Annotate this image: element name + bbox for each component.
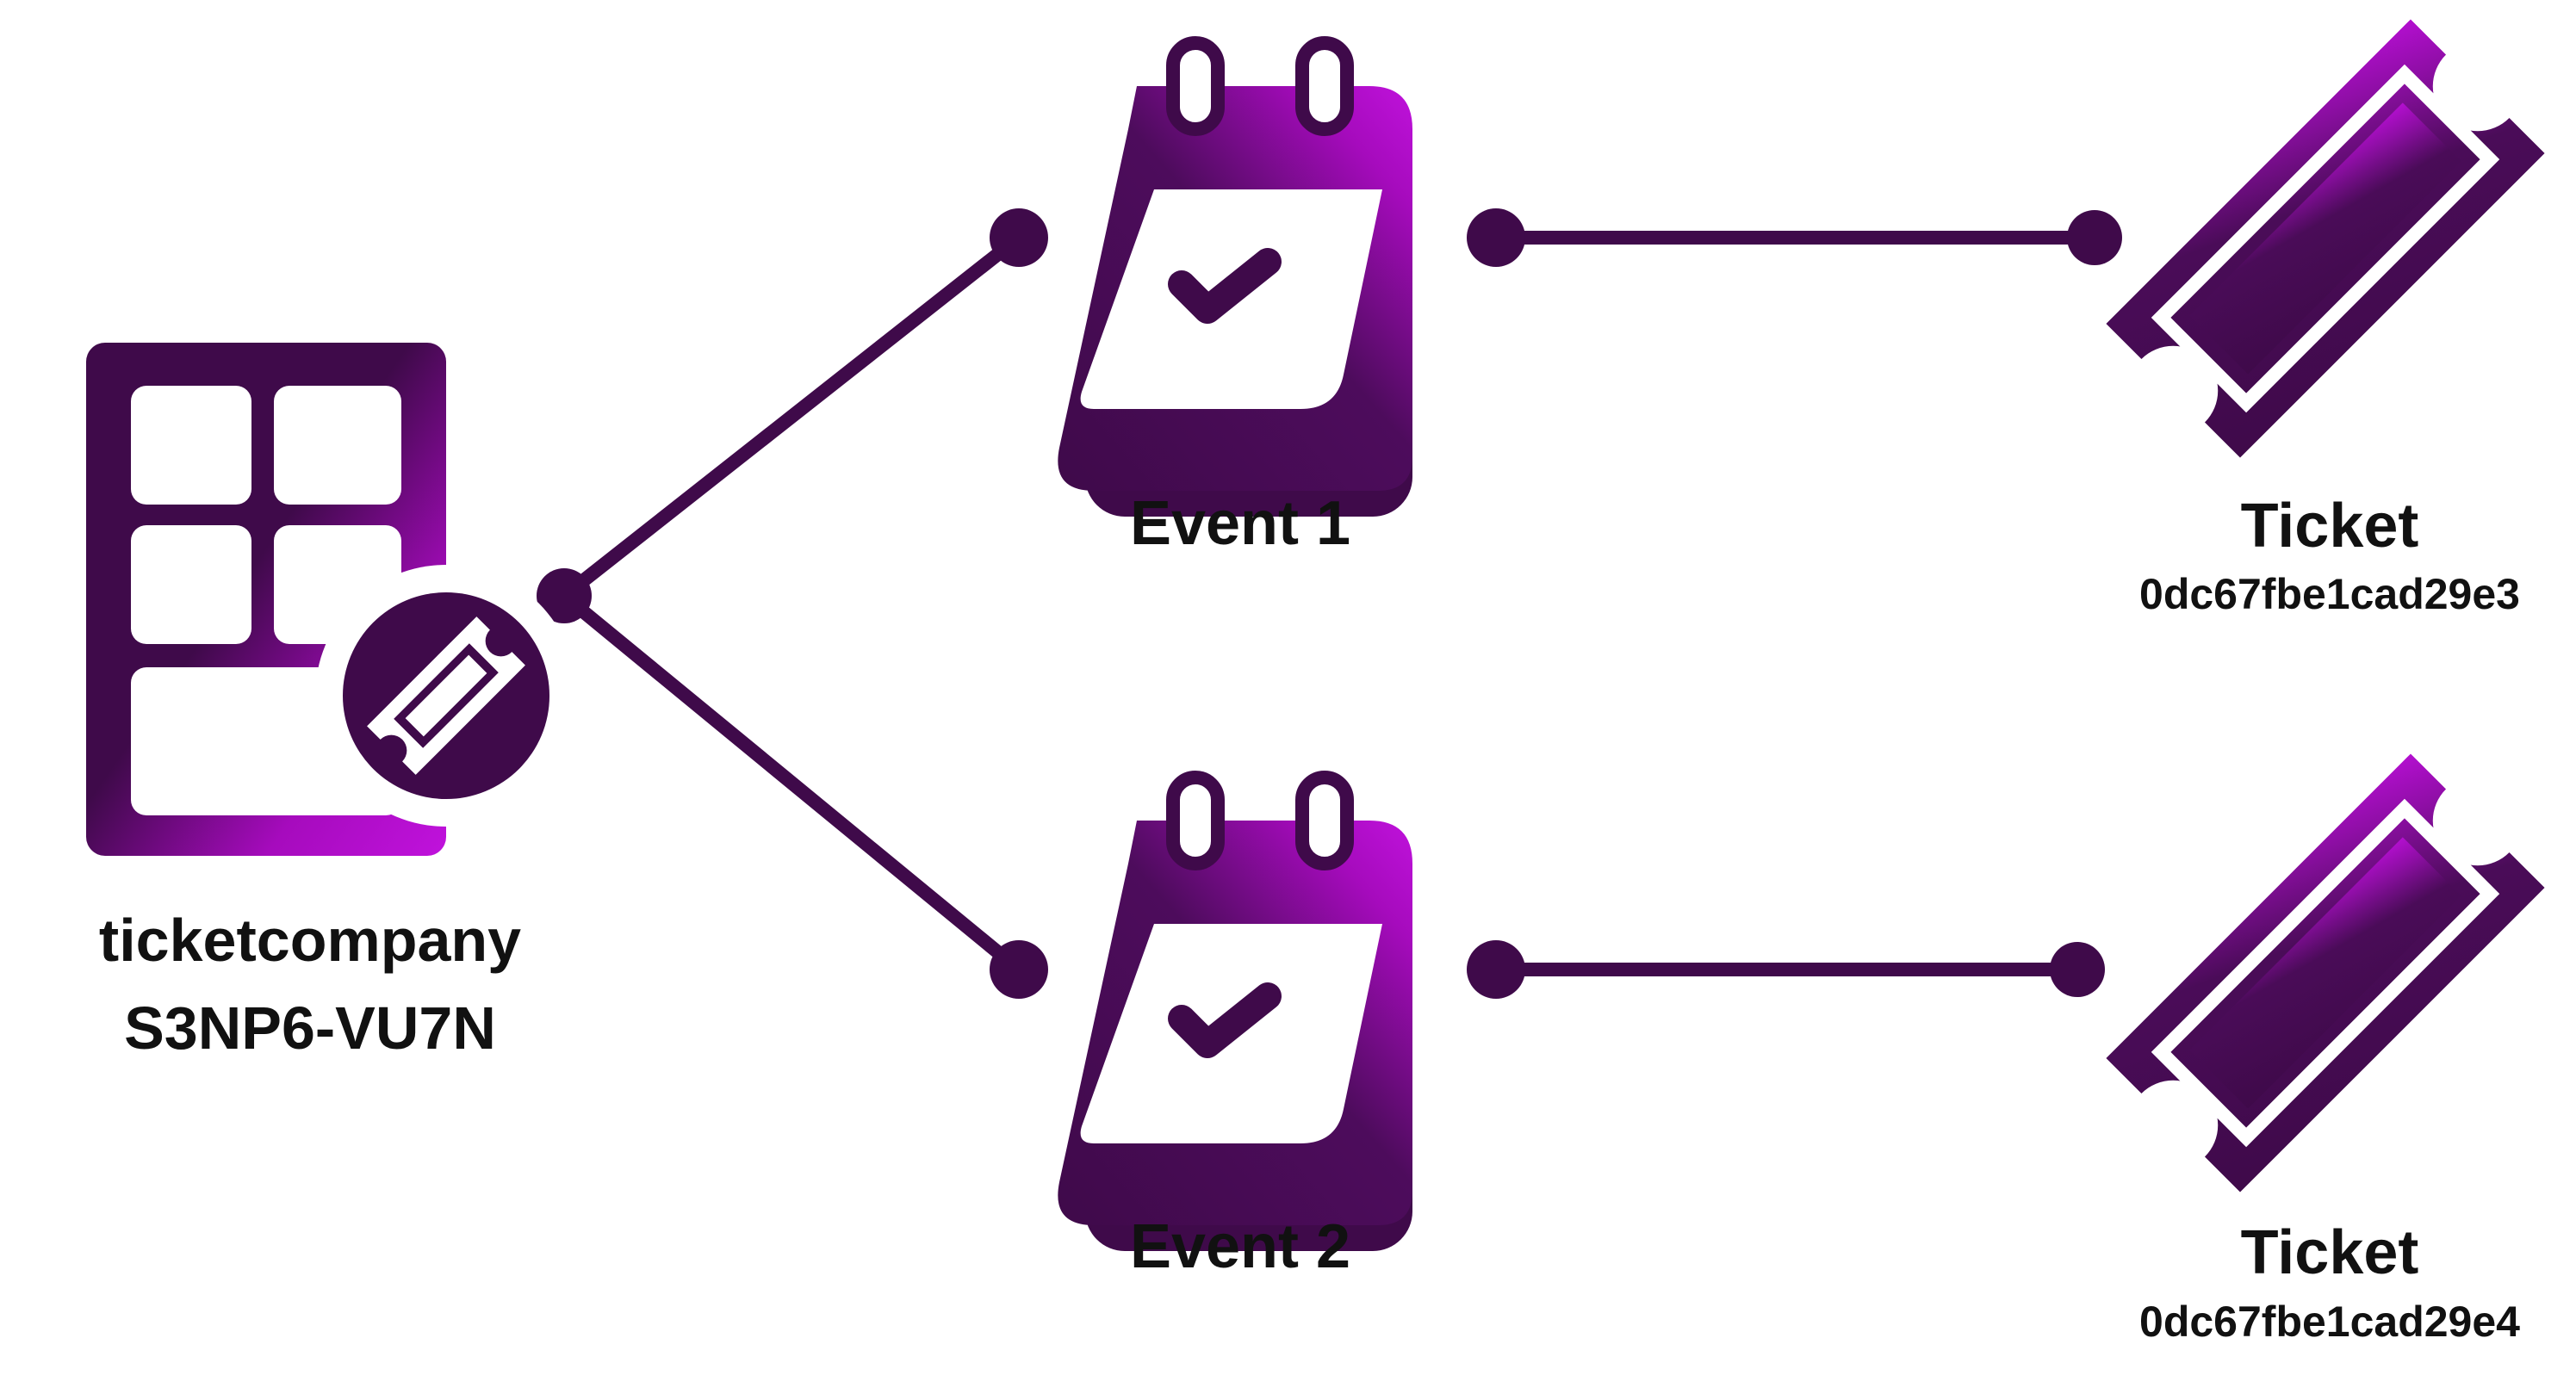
- ticket-1-title: Ticket: [2240, 492, 2419, 561]
- tenant-grid-with-ticket-badge-icon: [86, 343, 577, 856]
- node-dot-event-2-in: [990, 940, 1048, 999]
- node-dot-ticket-2-in: [2050, 942, 2105, 997]
- connectors: [557, 231, 2101, 976]
- node-dot-event-2-out: [1467, 940, 1525, 999]
- calendar-check-icon-event-2: [1058, 777, 1412, 1251]
- event-2-label: Event 2: [1129, 1212, 1351, 1281]
- ticket-2-title: Ticket: [2240, 1218, 2419, 1287]
- company-name-label: ticketcompany: [98, 907, 522, 974]
- node-dot-ticket-1-in: [2067, 210, 2122, 265]
- connector-root-event-1: [557, 231, 1026, 603]
- node-dot-event-1-out: [1467, 208, 1525, 267]
- node-dot-root: [537, 568, 592, 623]
- node-dot-event-1-in: [990, 208, 1048, 267]
- company-code-label: S3NP6-VU7N: [124, 994, 496, 1062]
- ticket-icon-2: [2106, 753, 2544, 1192]
- calendar-check-icon-event-1: [1058, 43, 1412, 517]
- connector-dots: [537, 208, 2122, 999]
- event-1-label: Event 1: [1129, 489, 1351, 558]
- ticket-icon-1: [2106, 19, 2544, 457]
- ticket-2-id: 0dc67fbe1cad29e4: [2139, 1298, 2520, 1346]
- connector-root-event-2: [557, 589, 1026, 976]
- ticket-1-id: 0dc67fbe1cad29e3: [2139, 570, 2520, 618]
